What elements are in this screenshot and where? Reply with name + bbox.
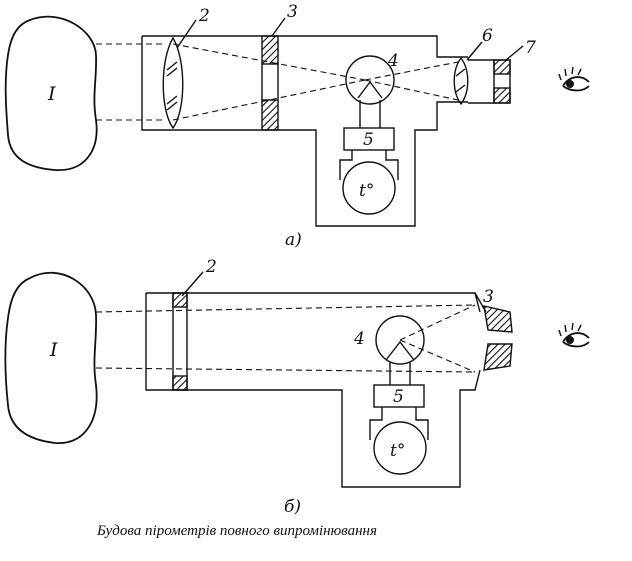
lead-wire: [369, 407, 383, 440]
lead-wire: [339, 150, 353, 180]
diagram-a: I: [4, 2, 590, 250]
lens-mark: [166, 61, 178, 71]
thermal-receiver-b: [375, 315, 425, 365]
receiver-element-a: [357, 80, 383, 99]
object-label-b: I: [49, 339, 58, 361]
part-number-3-a: 3: [287, 2, 298, 22]
leader-6-a: [466, 41, 483, 61]
heat-source-object-b: [4, 272, 98, 444]
lens-mark: [455, 68, 466, 77]
part-number-2-a: 2: [198, 6, 210, 26]
diaphragm-upper-a: [261, 35, 279, 65]
object-label-a: I: [47, 83, 56, 105]
mirror-lower-b: [483, 343, 513, 371]
temperature-indicator-b: [373, 421, 427, 475]
leader-2-b: [181, 271, 204, 297]
lead-wire: [385, 150, 399, 180]
sublabel-b: б): [284, 497, 301, 517]
temperature-indicator-a: [342, 161, 396, 215]
beam-upper-b: [95, 304, 476, 313]
beam-a-3: [364, 61, 459, 81]
part-number-5-a: 5: [363, 130, 374, 150]
eyepiece-stop-upper-a: [493, 59, 511, 75]
part-number-4-a: 4: [387, 51, 399, 71]
amplifier-box-a: [343, 127, 395, 151]
pyrometer-housing-b: [145, 292, 481, 488]
beam-a-2: [172, 79, 366, 121]
mirror-upper-b: [483, 305, 513, 333]
leader-7-a: [505, 45, 524, 61]
thermometer-label-a: t°: [359, 181, 374, 201]
lens-mark: [166, 67, 178, 77]
leader-3-a: [271, 17, 286, 37]
part-number-6-a: 6: [482, 26, 493, 46]
amplifier-box-b: [373, 384, 425, 408]
sublabel-a: а): [285, 230, 302, 250]
figure-caption: Будова пірометрів повного випромінювання: [96, 523, 377, 539]
part-number-7-a: 7: [525, 38, 536, 58]
beam-a-1: [172, 43, 366, 81]
eye-icon: [558, 66, 590, 92]
leader-2-a: [176, 19, 197, 49]
pyrometer-housing-a: [141, 35, 468, 227]
objective-lens-a: [162, 36, 184, 130]
thermal-receiver-a: [345, 55, 395, 105]
window-upper-stop-b: [172, 292, 188, 308]
heat-source-object-a: [4, 15, 98, 171]
diaphragm-lower-a: [261, 99, 279, 131]
window-lower-stop-b: [172, 375, 188, 391]
part-number-3-b: 3: [483, 287, 494, 307]
beam-b-3: [399, 304, 476, 341]
lens-mark: [166, 101, 178, 111]
lens-mark: [166, 95, 178, 105]
part-number-5-b: 5: [393, 387, 404, 407]
beam-a-4: [364, 79, 459, 101]
eyepiece-stop-lower-a: [493, 87, 511, 104]
beam-lower-b: [95, 367, 476, 373]
eye-icon: [558, 322, 590, 348]
lens-mark: [455, 84, 466, 93]
beam-b-4: [399, 339, 476, 373]
eyepiece-lens-a: [453, 56, 469, 106]
diagram-b: I 2 3 4 5 t°: [4, 257, 590, 517]
receiver-element-b: [385, 340, 415, 361]
thermometer-label-b: t°: [390, 441, 405, 461]
part-number-2-b: 2: [205, 257, 217, 277]
part-number-4-b: 4: [353, 329, 365, 349]
lead-wire: [415, 407, 429, 440]
